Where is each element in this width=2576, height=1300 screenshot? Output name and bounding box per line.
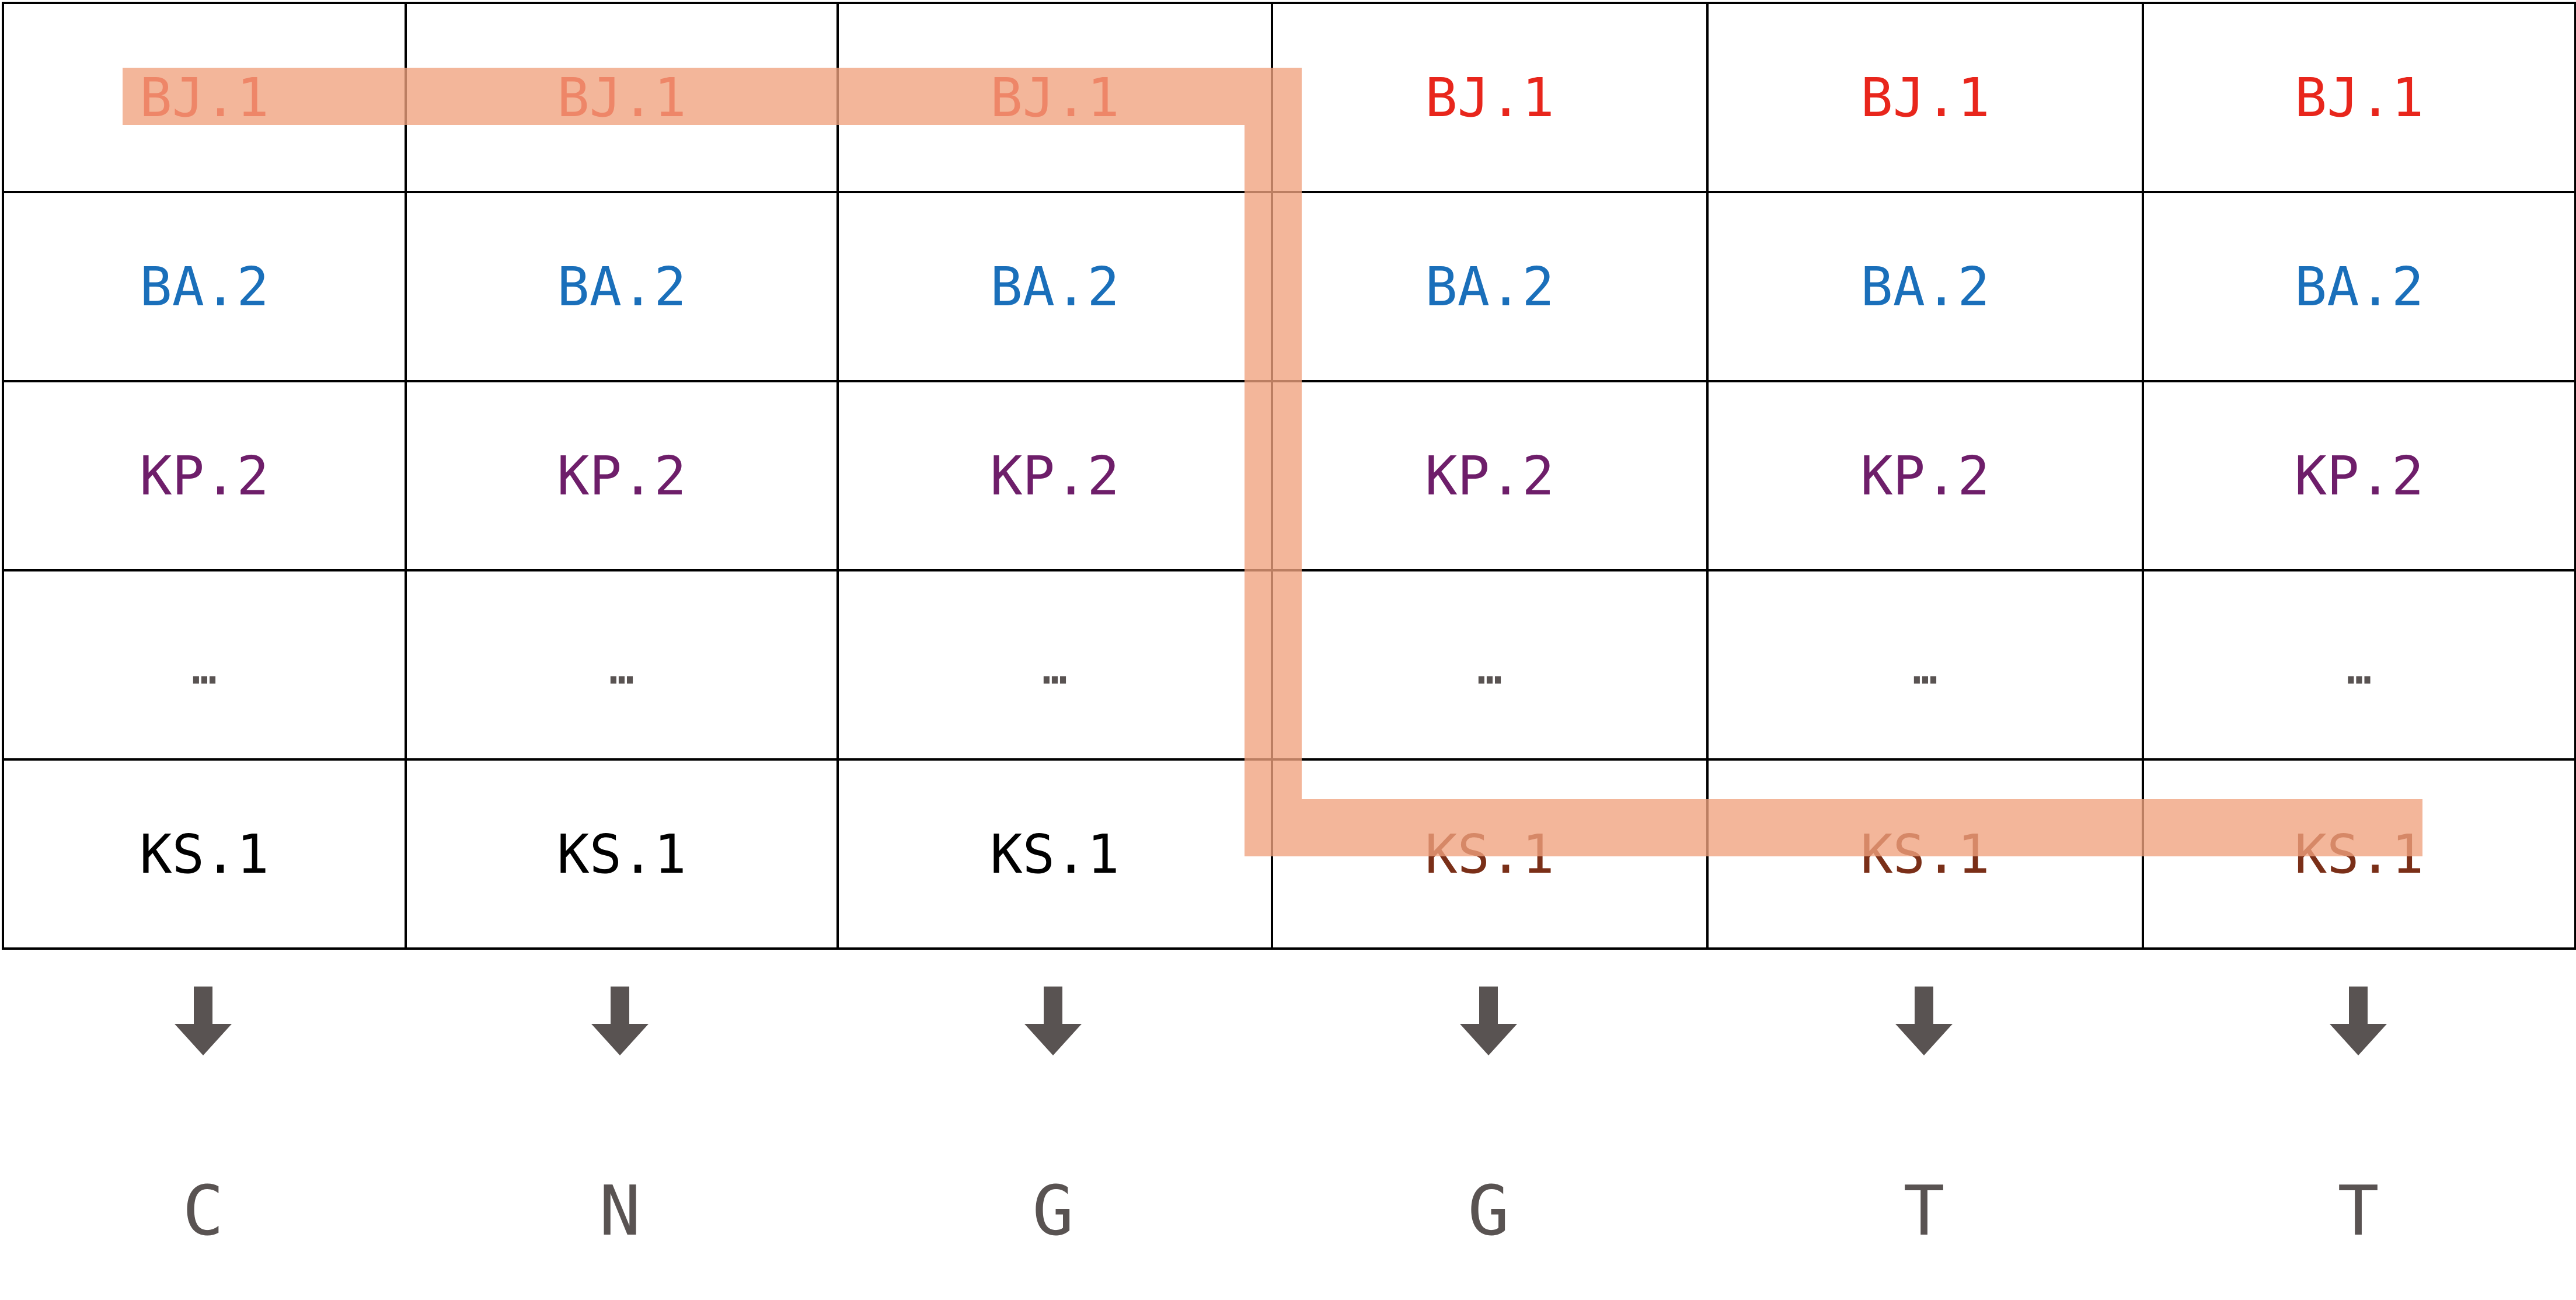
lineage-label: …: [1912, 645, 1938, 693]
down-arrow-icon: [1460, 987, 1517, 1055]
grid-cell: KP.2: [836, 380, 1273, 571]
down-arrow-icon: [1895, 987, 1953, 1055]
grid-row: … … … … … …: [2, 569, 2576, 761]
lineage-label: BJ.1: [557, 66, 686, 129]
lineage-label: KP.2: [1425, 444, 1554, 507]
lineage-label: …: [1042, 645, 1068, 693]
down-arrow-icon: [2330, 987, 2387, 1055]
lineage-label: …: [2347, 645, 2372, 693]
lineage-label: BA.2: [1425, 255, 1554, 318]
lineage-label: KS.1: [557, 822, 686, 886]
down-arrow-icon: [175, 987, 232, 1055]
lineage-label: KS.1: [2294, 822, 2424, 886]
grid-cell: …: [2, 569, 407, 761]
grid-cell: BA.2: [2, 191, 407, 382]
grid-cell: KS.1: [1706, 758, 2144, 950]
down-arrow-icon: [591, 987, 649, 1055]
lineage-label: …: [1477, 645, 1503, 693]
lineage-label: …: [191, 645, 217, 693]
lineage-label: …: [609, 645, 635, 693]
lineage-label: BA.2: [1860, 255, 1990, 318]
grid-row: BA.2 BA.2 BA.2 BA.2 BA.2 BA.2: [2, 191, 2576, 382]
grid-cell: KP.2: [405, 380, 839, 571]
grid-cell: BA.2: [405, 191, 839, 382]
lineage-label: BJ.1: [140, 66, 269, 129]
grid-cell: …: [405, 569, 839, 761]
lineage-label: KP.2: [140, 444, 269, 507]
grid-cell: …: [2142, 569, 2576, 761]
grid-cell: BA.2: [836, 191, 1273, 382]
lineage-label: BA.2: [557, 255, 686, 318]
grid-cell: BA.2: [1271, 191, 1709, 382]
grid-cell: KP.2: [1271, 380, 1709, 571]
lineage-label: BA.2: [2294, 255, 2424, 318]
grid-cell: BJ.1: [1271, 2, 1709, 193]
grid-cell: BJ.1: [2, 2, 407, 193]
grid-cell: KP.2: [2142, 380, 2576, 571]
lineage-label: KS.1: [1860, 822, 1990, 886]
consensus-base: C: [182, 1170, 224, 1251]
grid-cell: …: [1706, 569, 2144, 761]
lineage-label: KS.1: [140, 822, 269, 886]
grid-cell: BJ.1: [1706, 2, 2144, 193]
consensus-base: N: [599, 1170, 641, 1251]
lineage-label: BJ.1: [990, 66, 1120, 129]
lineage-label: BJ.1: [2294, 66, 2424, 129]
grid-cell: …: [1271, 569, 1709, 761]
lineage-label: BA.2: [990, 255, 1120, 318]
grid-cell: KP.2: [1706, 380, 2144, 571]
lineage-label: KP.2: [557, 444, 686, 507]
grid-cell: …: [836, 569, 1273, 761]
down-arrow-icon: [1024, 987, 1082, 1055]
lineage-label: BA.2: [140, 255, 269, 318]
grid-cell: BJ.1: [405, 2, 839, 193]
lineage-label: KS.1: [990, 822, 1120, 886]
grid-cell: BA.2: [2142, 191, 2576, 382]
lineage-label: BJ.1: [1425, 66, 1554, 129]
grid-cell: KS.1: [836, 758, 1273, 950]
grid-cell: KS.1: [2, 758, 407, 950]
grid-row: KP.2 KP.2 KP.2 KP.2 KP.2 KP.2: [2, 380, 2576, 571]
grid-cell: KS.1: [405, 758, 839, 950]
grid-cell: BJ.1: [2142, 2, 2576, 193]
grid-cell: KP.2: [2, 380, 407, 571]
lineage-label: KP.2: [1860, 444, 1990, 507]
consensus-base: G: [1467, 1170, 1510, 1251]
grid-row: KS.1 KS.1 KS.1 KS.1 KS.1 KS.1: [2, 758, 2576, 950]
grid-cell: KS.1: [2142, 758, 2576, 950]
grid-row: BJ.1 BJ.1 BJ.1 BJ.1 BJ.1 BJ.1: [2, 2, 2576, 193]
consensus-base: T: [2337, 1170, 2379, 1251]
grid-cell: BJ.1: [836, 2, 1273, 193]
grid-cell: KS.1: [1271, 758, 1709, 950]
grid-cell: BA.2: [1706, 191, 2144, 382]
lineage-label: KP.2: [990, 444, 1120, 507]
lineage-label: BJ.1: [1860, 66, 1990, 129]
consensus-base: T: [1903, 1170, 1945, 1251]
consensus-base: G: [1032, 1170, 1074, 1251]
lineage-label: KP.2: [2294, 444, 2424, 507]
lineage-label: KS.1: [1425, 822, 1554, 886]
